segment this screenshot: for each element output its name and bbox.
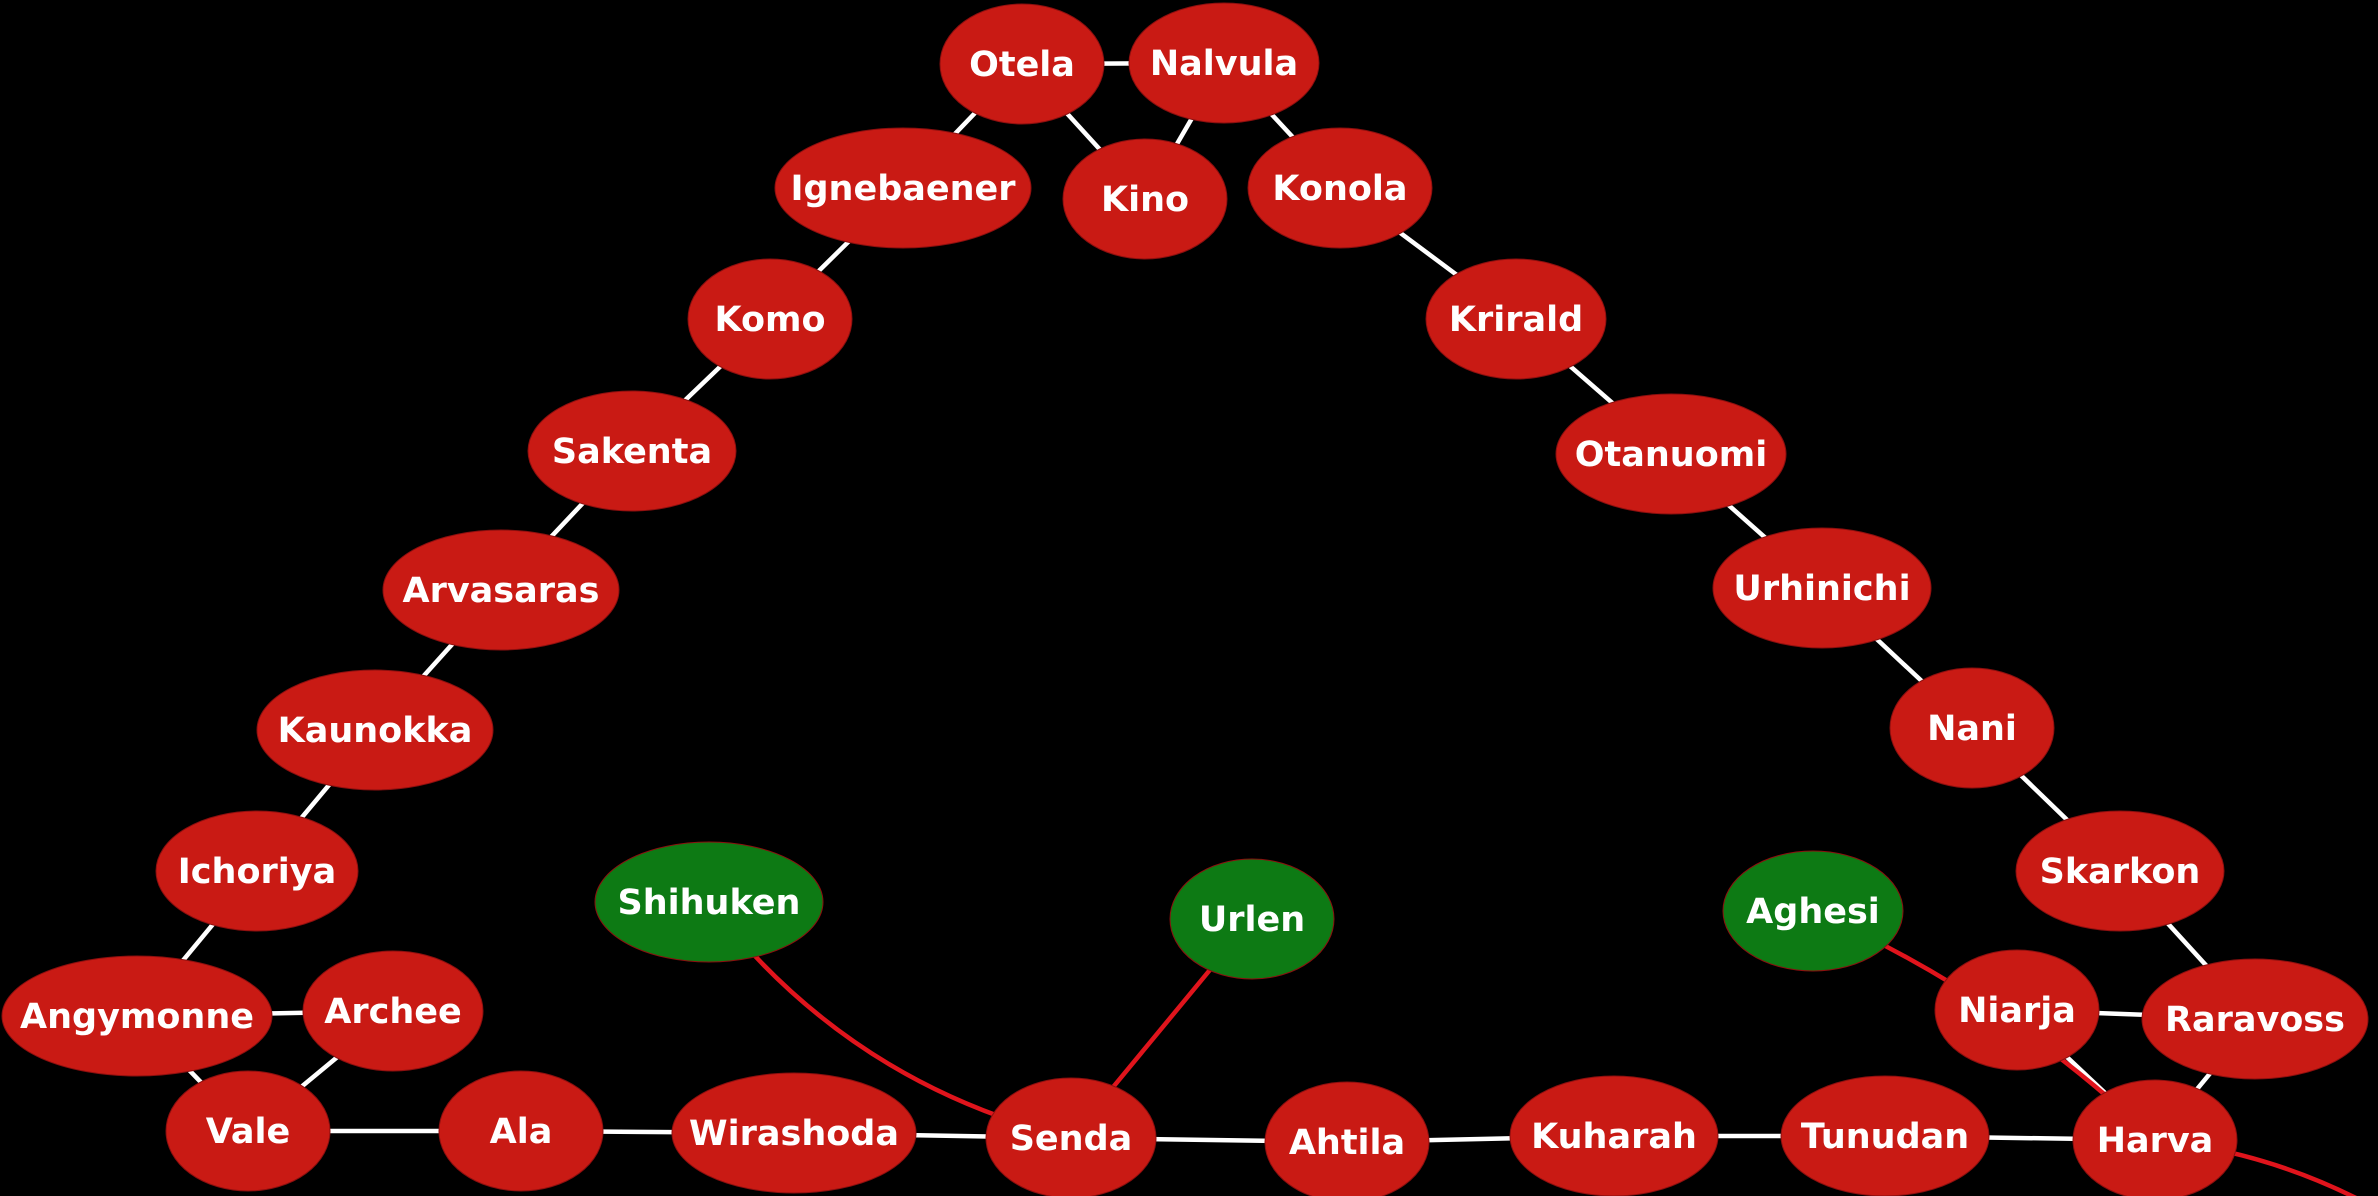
node-label: Tunudan (1801, 1117, 1969, 1157)
node-label: Urhinichi (1733, 569, 1910, 609)
node-wirashoda[interactable]: Wirashoda (671, 1072, 917, 1194)
node-ellipse (2141, 958, 2369, 1080)
node-ellipse (687, 258, 853, 380)
node-niarja[interactable]: Niarja (1934, 949, 2100, 1071)
node-ellipse (382, 529, 620, 651)
node-shihuken[interactable]: Shihuken (594, 841, 824, 963)
node-label: Ala (490, 1112, 553, 1152)
node-otela[interactable]: Otela (939, 3, 1105, 125)
node-label: Wirashoda (689, 1114, 899, 1154)
node-label: Angymonne (20, 997, 254, 1037)
node-ellipse (438, 1070, 604, 1192)
node-label: Otela (969, 45, 1075, 85)
node-ellipse (1169, 858, 1335, 980)
node-ellipse (2015, 810, 2225, 932)
node-urlen[interactable]: Urlen (1169, 858, 1335, 980)
node-label: Harva (2097, 1121, 2214, 1161)
node-ellipse (985, 1077, 1157, 1196)
node-tunudan[interactable]: Tunudan (1780, 1075, 1990, 1196)
node-ellipse (1062, 138, 1228, 260)
node-ellipse (1247, 127, 1433, 249)
node-ellipse (1, 955, 273, 1077)
node-ellipse (1425, 258, 1607, 380)
node-archee[interactable]: Archee (302, 950, 484, 1072)
node-ellipse (527, 390, 737, 512)
node-otanuomi[interactable]: Otanuomi (1555, 393, 1787, 515)
node-arvasaras[interactable]: Arvasaras (382, 529, 620, 651)
node-ellipse (1722, 850, 1904, 972)
node-senda[interactable]: Senda (985, 1077, 1157, 1196)
node-kaunokka[interactable]: Kaunokka (256, 669, 494, 791)
node-ellipse (1712, 527, 1932, 649)
node-label: Shihuken (618, 883, 801, 923)
node-ellipse (256, 669, 494, 791)
node-label: Krirald (1449, 300, 1583, 340)
node-label: Vale (206, 1112, 291, 1152)
node-ellipse (1509, 1075, 1719, 1196)
node-label: Ichoriya (178, 852, 336, 892)
node-skarkon[interactable]: Skarkon (2015, 810, 2225, 932)
node-ala[interactable]: Ala (438, 1070, 604, 1192)
node-ellipse (302, 950, 484, 1072)
node-ichoriya[interactable]: Ichoriya (155, 810, 359, 932)
node-ellipse (1555, 393, 1787, 515)
node-ahtila[interactable]: Ahtila (1264, 1081, 1430, 1196)
node-ellipse (594, 841, 824, 963)
node-ellipse (155, 810, 359, 932)
node-label: Archee (324, 992, 462, 1032)
node-ellipse (165, 1070, 331, 1192)
node-label: Arvasaras (403, 571, 600, 611)
node-kuharah[interactable]: Kuharah (1509, 1075, 1719, 1196)
node-aghesi[interactable]: Aghesi (1722, 850, 1904, 972)
node-sakenta[interactable]: Sakenta (527, 390, 737, 512)
node-label: Konola (1272, 169, 1407, 209)
node-label: Raravoss (2165, 1000, 2345, 1040)
node-harva[interactable]: Harva (2072, 1079, 2238, 1196)
node-label: Urlen (1199, 900, 1305, 940)
node-angymonne[interactable]: Angymonne (1, 955, 273, 1077)
node-label: Ahtila (1289, 1123, 1405, 1163)
node-ellipse (939, 3, 1105, 125)
node-nani[interactable]: Nani (1889, 667, 2055, 789)
node-ignebaener[interactable]: Ignebaener (774, 127, 1032, 249)
node-label: Ignebaener (790, 169, 1016, 209)
node-ellipse (671, 1072, 917, 1194)
node-ellipse (2072, 1079, 2238, 1196)
node-label: Kino (1101, 180, 1189, 220)
node-label: Niarja (1958, 991, 2076, 1031)
node-label: Kuharah (1531, 1117, 1697, 1157)
node-krirald[interactable]: Krirald (1425, 258, 1607, 380)
node-komo[interactable]: Komo (687, 258, 853, 380)
node-urhinichi[interactable]: Urhinichi (1712, 527, 1932, 649)
node-nalvula[interactable]: Nalvula (1128, 2, 1320, 124)
node-label: Aghesi (1746, 892, 1880, 932)
node-label: Skarkon (2040, 852, 2201, 892)
node-konola[interactable]: Konola (1247, 127, 1433, 249)
node-ellipse (1780, 1075, 1990, 1196)
node-label: Senda (1010, 1119, 1133, 1159)
node-ellipse (1264, 1081, 1430, 1196)
node-ellipse (1128, 2, 1320, 124)
node-raravoss[interactable]: Raravoss (2141, 958, 2369, 1080)
node-vale[interactable]: Vale (165, 1070, 331, 1192)
node-label: Nani (1927, 709, 2017, 749)
node-label: Nalvula (1150, 44, 1298, 84)
node-label: Kaunokka (278, 711, 473, 751)
node-label: Komo (714, 300, 825, 340)
node-ellipse (1889, 667, 2055, 789)
node-label: Sakenta (552, 432, 712, 472)
node-ellipse (1934, 949, 2100, 1071)
node-kino[interactable]: Kino (1062, 138, 1228, 260)
node-ellipse (774, 127, 1032, 249)
node-label: Otanuomi (1575, 435, 1767, 475)
